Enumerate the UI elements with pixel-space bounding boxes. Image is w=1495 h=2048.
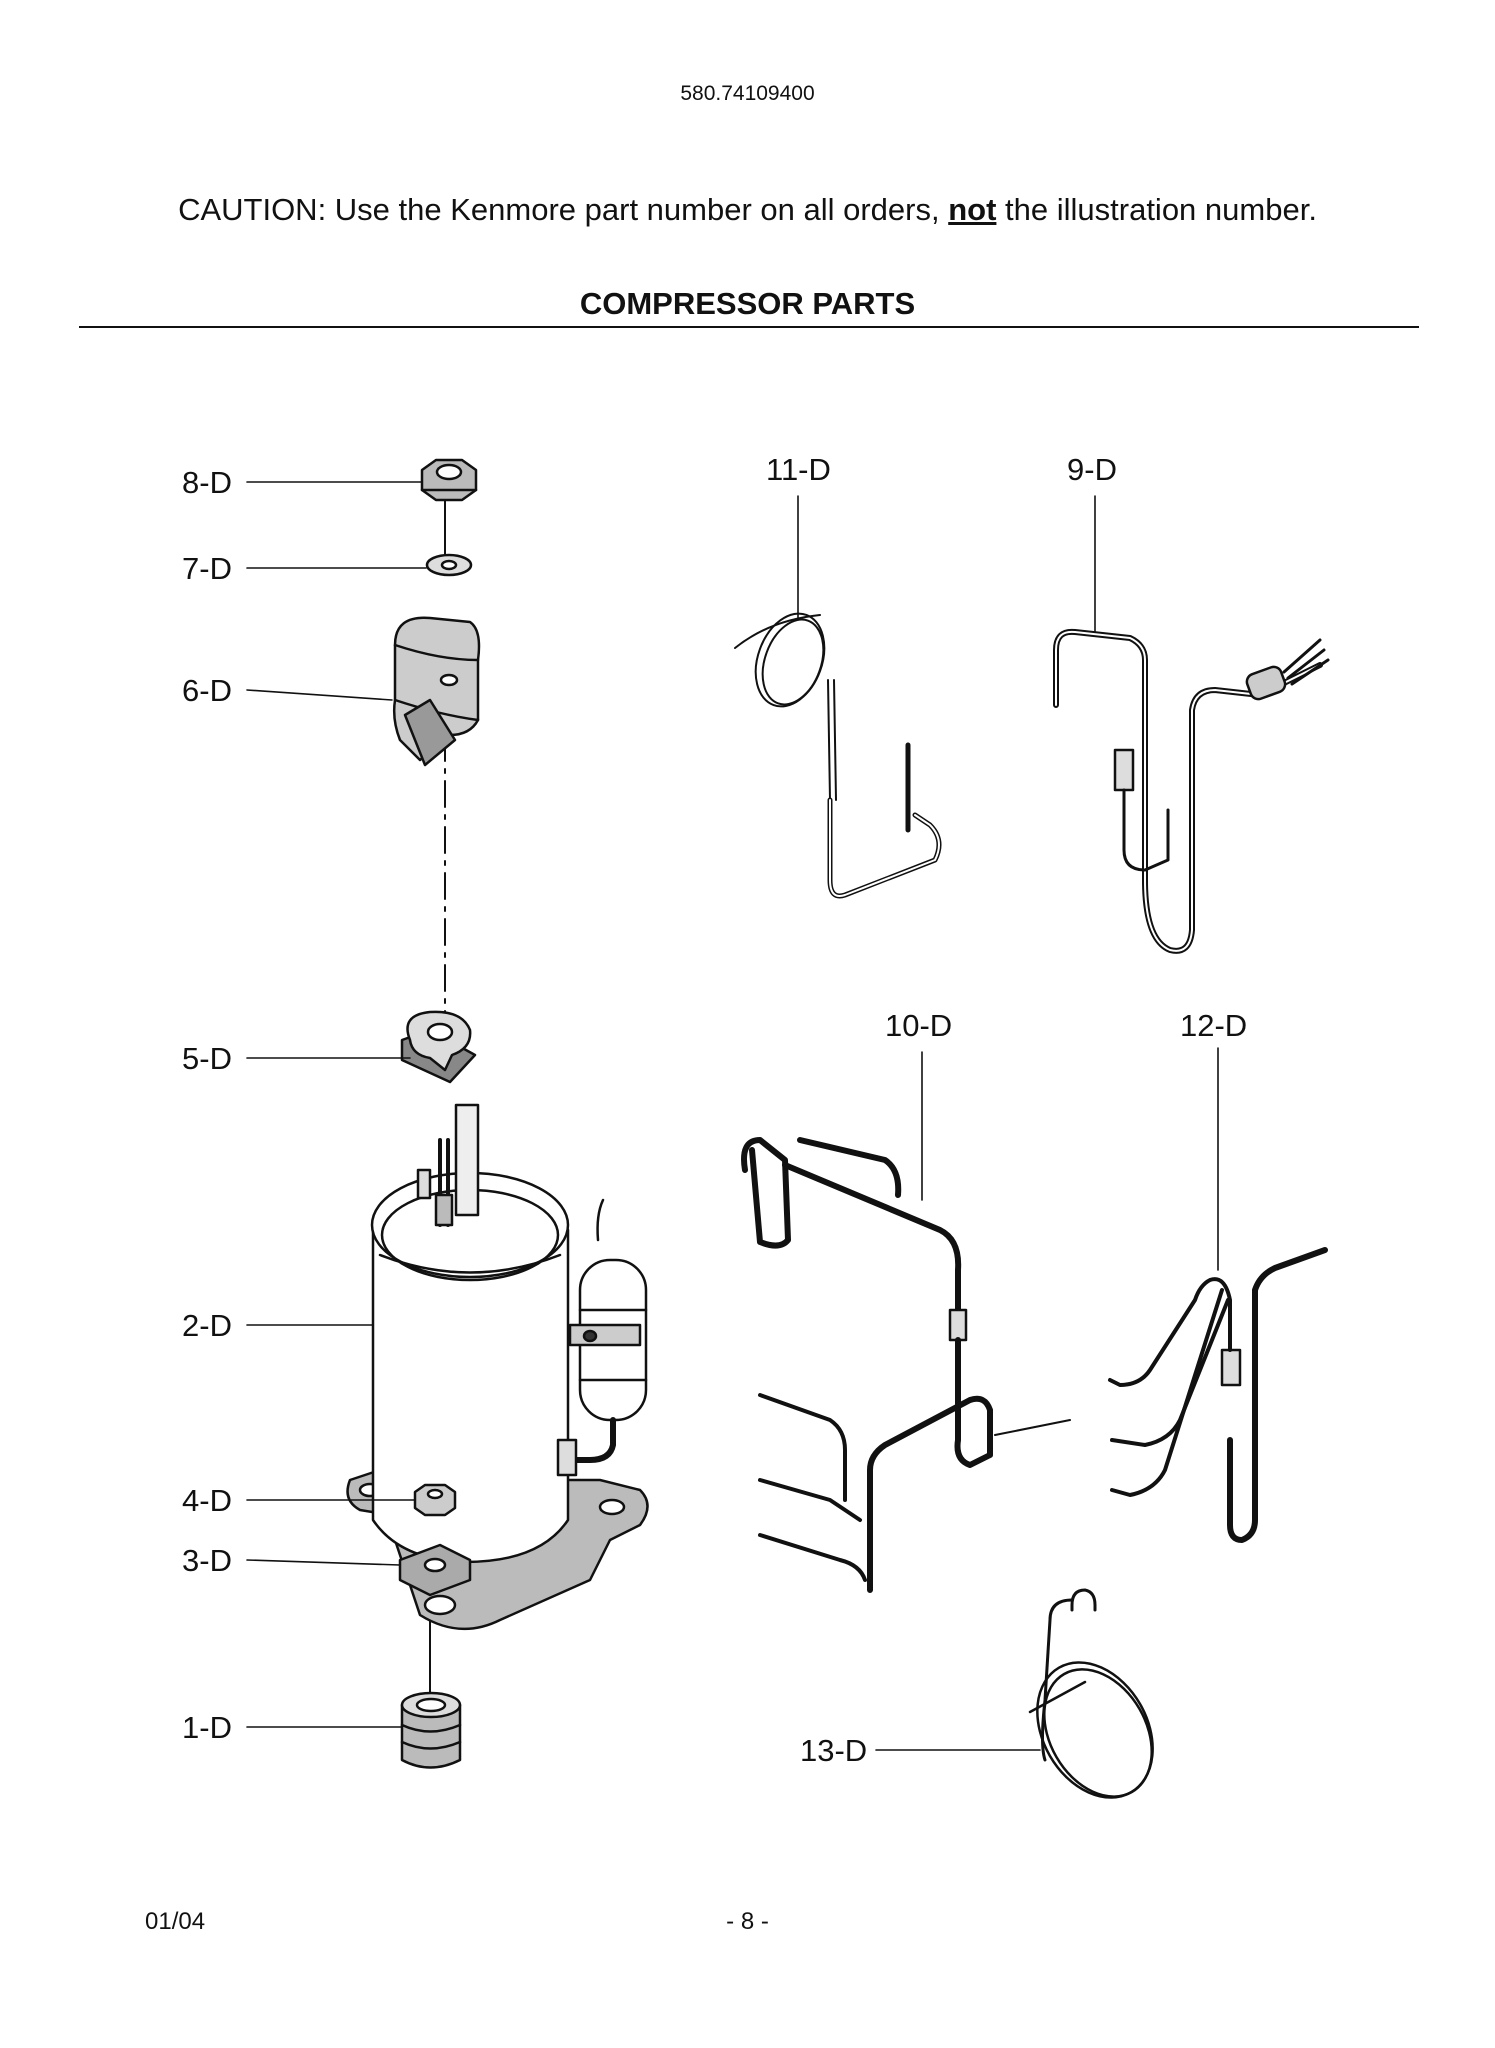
callout-9d: 9-D bbox=[1067, 452, 1117, 487]
section-divider bbox=[79, 326, 1419, 328]
cover-6d-drawing bbox=[392, 616, 481, 767]
callout-4d: 4-D bbox=[182, 1483, 232, 1518]
callout-11d: 11-D bbox=[766, 452, 831, 487]
callout-2d: 2-D bbox=[182, 1308, 232, 1343]
callout-8d: 8-D bbox=[182, 465, 232, 500]
bracket-3d-drawing bbox=[398, 1543, 472, 1597]
washer-7d-drawing bbox=[425, 553, 473, 577]
callout-5d: 5-D bbox=[182, 1041, 232, 1076]
capillary-coil-13d-drawing bbox=[1028, 1588, 1154, 1799]
gasket-5d-drawing bbox=[400, 1010, 477, 1084]
model-number: 580.74109400 bbox=[680, 82, 815, 105]
revision-date: 01/04 bbox=[145, 1908, 206, 1935]
callout-1d: 1-D bbox=[182, 1710, 232, 1745]
caution-prefix: CAUTION: Use the Kenmore part number on … bbox=[178, 192, 949, 227]
tube-12d-drawing bbox=[1108, 1247, 1328, 1543]
callout-13d: 13-D bbox=[800, 1733, 867, 1768]
caution-note: CAUTION: Use the Kenmore part number on … bbox=[0, 192, 1495, 228]
callout-3d: 3-D bbox=[182, 1543, 232, 1578]
nut-8d-drawing bbox=[420, 458, 478, 502]
caution-suffix: the illustration number. bbox=[996, 192, 1317, 227]
compressor-2d-drawing bbox=[346, 1103, 649, 1631]
callout-6d: 6-D bbox=[182, 673, 232, 708]
section-title: COMPRESSOR PARTS bbox=[579, 286, 916, 321]
callout-10d: 10-D bbox=[885, 1008, 952, 1043]
leader-6d bbox=[246, 689, 393, 701]
caution-emphasis: not bbox=[948, 192, 997, 227]
callout-12d: 12-D bbox=[1180, 1008, 1247, 1043]
grommet-1d-drawing bbox=[400, 1691, 462, 1769]
nut-4d-drawing bbox=[413, 1483, 457, 1517]
capillary-tube-11d-drawing bbox=[734, 612, 942, 899]
tube-10d-drawing bbox=[741, 1137, 1071, 1593]
leader-lines bbox=[246, 481, 1219, 1751]
callout-7d: 7-D bbox=[182, 551, 232, 586]
page-number: - 8 - bbox=[726, 1908, 769, 1935]
tube-9d-drawing bbox=[1053, 628, 1330, 954]
leader-3d bbox=[246, 1559, 401, 1566]
